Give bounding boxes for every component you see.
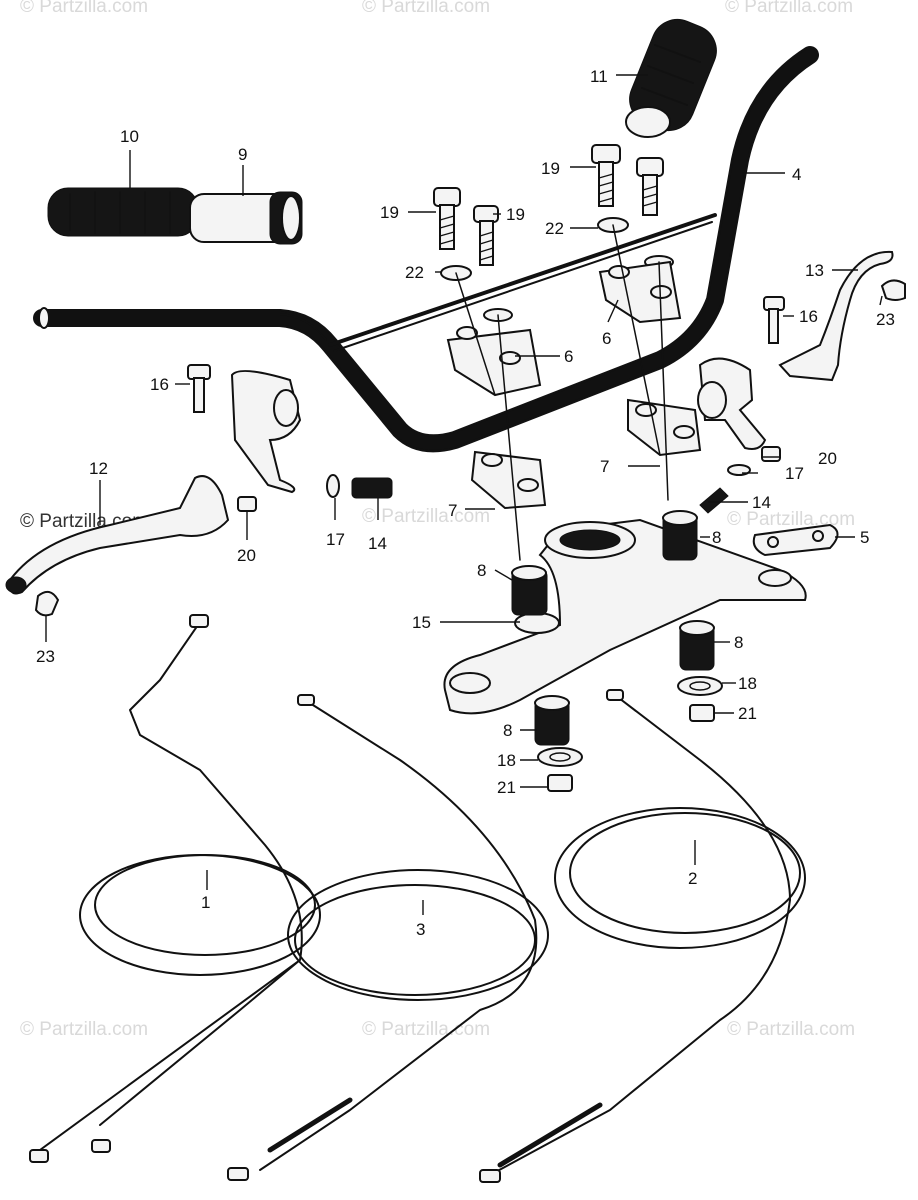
watermark-bottom-left: © Partzilla.com bbox=[20, 1019, 148, 1040]
callout-17-right: 17 bbox=[785, 464, 804, 483]
clutch-lever bbox=[5, 475, 230, 595]
handlebar bbox=[33, 46, 819, 453]
callout-21-right: 21 bbox=[738, 704, 757, 723]
callout-9: 9 bbox=[238, 145, 247, 164]
callout-5: 5 bbox=[860, 528, 869, 547]
callout-10: 10 bbox=[120, 127, 139, 146]
callout-labels: 11 10 9 4 19 19 19 22 22 13 16 23 6 6 16… bbox=[36, 67, 895, 939]
callout-7-right: 7 bbox=[600, 457, 609, 476]
brake-lever bbox=[778, 250, 894, 382]
callout-21-left: 21 bbox=[497, 778, 516, 797]
callout-7-left: 7 bbox=[448, 501, 457, 520]
callout-2: 2 bbox=[688, 869, 697, 888]
throttle-cable bbox=[29, 614, 321, 1163]
callout-12: 12 bbox=[89, 459, 108, 478]
callout-11: 11 bbox=[590, 67, 608, 86]
callout-1: 1 bbox=[201, 893, 210, 912]
right-grip bbox=[625, 18, 717, 138]
washers-and-nuts bbox=[537, 676, 723, 792]
leader-lines bbox=[45, 74, 883, 915]
watermark-top-right: © Partzilla.com bbox=[725, 0, 853, 17]
throttle-grip bbox=[47, 187, 303, 245]
callout-6-right: 6 bbox=[602, 329, 611, 348]
callout-20-left: 20 bbox=[237, 546, 256, 565]
callout-6-left: 6 bbox=[564, 347, 573, 366]
callout-22-right: 22 bbox=[545, 219, 564, 238]
watermark-bottom-center: © Partzilla.com bbox=[362, 1019, 490, 1040]
callout-14-right: 14 bbox=[752, 493, 771, 512]
rubber-bushings bbox=[511, 510, 715, 746]
callout-8-left: 8 bbox=[477, 561, 486, 580]
small-hardware bbox=[34, 279, 906, 617]
callout-8-right: 8 bbox=[734, 633, 743, 652]
callout-15: 15 bbox=[412, 613, 431, 632]
callout-18-right: 18 bbox=[738, 674, 757, 693]
watermark-top-left: © Partzilla.com bbox=[20, 0, 148, 17]
callout-16-left: 16 bbox=[150, 375, 169, 394]
callout-3: 3 bbox=[416, 920, 425, 939]
callout-19-mid: 19 bbox=[506, 205, 525, 224]
watermark-bottom-right: © Partzilla.com bbox=[727, 1019, 855, 1040]
callout-19-left: 19 bbox=[380, 203, 399, 222]
callout-23-left: 23 bbox=[36, 647, 55, 666]
callout-23-right: 23 bbox=[876, 310, 895, 329]
front-brake-cable bbox=[479, 689, 806, 1183]
watermark-mid-center: © Partzilla.com bbox=[362, 506, 490, 527]
callout-8-top-right: 8 bbox=[712, 528, 721, 547]
callout-20-right: 20 bbox=[818, 449, 837, 468]
bolts-and-washers bbox=[433, 144, 674, 322]
watermark-group: © Partzilla.com © Partzilla.com © Partzi… bbox=[20, 0, 855, 1040]
callout-17-left: 17 bbox=[326, 530, 345, 549]
callout-14-left: 14 bbox=[368, 534, 387, 553]
handlebar-end bbox=[38, 307, 50, 329]
callout-13: 13 bbox=[805, 261, 824, 280]
handlebar-clamps bbox=[446, 224, 702, 561]
callout-19-top: 19 bbox=[541, 159, 560, 178]
callout-16-right: 16 bbox=[799, 307, 818, 326]
callout-22-left: 22 bbox=[405, 263, 424, 282]
cable-holder bbox=[752, 523, 839, 557]
callout-4: 4 bbox=[792, 165, 801, 184]
top-bridge bbox=[443, 518, 807, 715]
left-lever-holder bbox=[230, 370, 302, 494]
callout-8-bottom: 8 bbox=[503, 721, 512, 740]
watermark-mid-right: © Partzilla.com bbox=[727, 509, 855, 530]
watermark-top-center: © Partzilla.com bbox=[362, 0, 490, 17]
right-lever-holder bbox=[697, 357, 767, 450]
clutch-cable bbox=[227, 694, 549, 1181]
callout-18-left: 18 bbox=[497, 751, 516, 770]
